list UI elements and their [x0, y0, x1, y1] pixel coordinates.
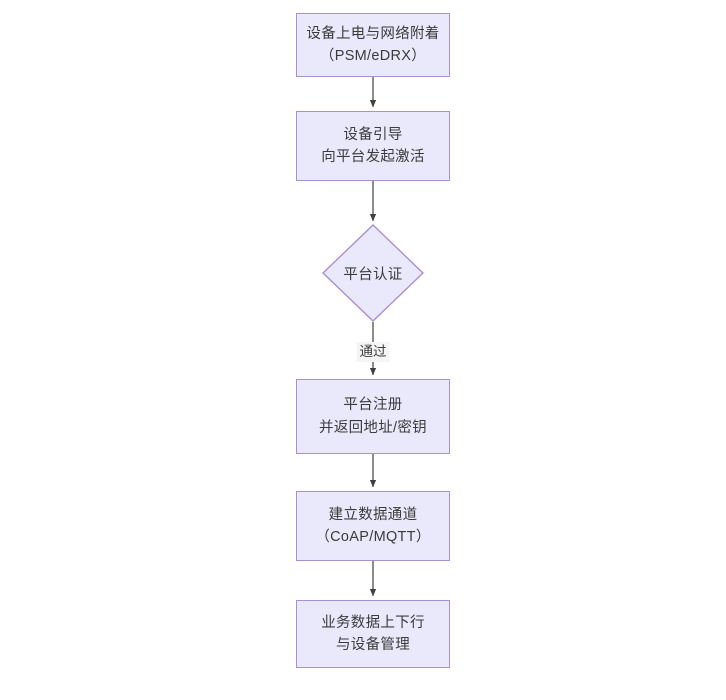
- node-device-bootstrap[interactable]: 设备引导 向平台发起激活: [296, 111, 450, 181]
- node-line-2: 与设备管理: [336, 637, 410, 653]
- node-line-1: 设备上电与网络附着: [306, 25, 440, 42]
- node-line-2: 并返回地址/密钥: [319, 419, 427, 436]
- node-device-power-on[interactable]: 设备上电与网络附着 （PSM/eDRX）: [296, 13, 450, 77]
- node-data-channel[interactable]: 建立数据通道 （CoAP/MQTT）: [296, 491, 450, 561]
- node-line-2: （PSM/eDRX）: [319, 48, 427, 64]
- node-line-1: 平台认证: [343, 266, 403, 283]
- node-business-data[interactable]: 业务数据上下行 与设备管理: [296, 600, 450, 668]
- node-platform-registration[interactable]: 平台注册 并返回地址/密钥: [296, 379, 450, 454]
- edge-label-pass: 通过: [356, 342, 390, 363]
- node-line-1: 建立数据通道: [328, 506, 418, 523]
- node-line-2: 向平台发起激活: [321, 149, 425, 165]
- node-line-1: 业务数据上下行: [321, 614, 425, 631]
- node-line-1: 设备引导: [343, 126, 403, 143]
- node-line-1: 平台注册: [343, 397, 403, 414]
- diamond-shape: [322, 224, 424, 322]
- node-platform-authentication[interactable]: 平台认证: [322, 224, 424, 322]
- node-line-2: （CoAP/MQTT）: [315, 529, 431, 545]
